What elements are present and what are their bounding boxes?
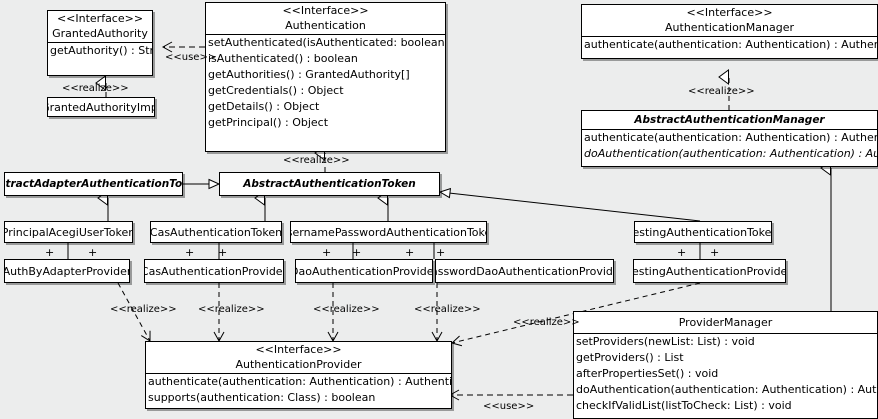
class-header: AbstractAuthenticationManager xyxy=(582,111,877,129)
class-name: Authentication xyxy=(285,19,366,32)
class-header: <<Interface>> AuthenticationProvider xyxy=(146,342,451,373)
operation: getAuthority() : String xyxy=(50,44,153,57)
class-name: AuthenticationProvider xyxy=(235,358,362,371)
class-authentication-provider[interactable]: <<Interface>> AuthenticationProvider aut… xyxy=(145,341,452,409)
class-granted-authority-impl[interactable]: GrantedAuthorityImpl xyxy=(47,97,155,117)
label-realize-p1: <<realize>> xyxy=(110,304,177,315)
label-realize-authtoken: <<realize>> xyxy=(283,155,350,166)
class-name: DaoAuthenticationProvider xyxy=(295,264,433,278)
class-stereotype: <<Interface>> xyxy=(56,12,144,25)
multiplicity-marker: + xyxy=(436,246,446,259)
class-authentication-manager[interactable]: <<Interface>> AuthenticationManager auth… xyxy=(581,4,878,59)
label-realize-p2: <<realize>> xyxy=(198,304,265,315)
class-header: <<Interface>> GrantedAuthority xyxy=(48,11,152,42)
class-name: AbstractAuthenticationToken xyxy=(243,177,416,190)
class-header: <<Interface>> AuthenticationManager xyxy=(582,5,877,36)
operation: afterPropertiesSet() : void xyxy=(576,367,719,380)
operation: isAuthenticated() : boolean xyxy=(208,52,358,65)
multiplicity-marker: + xyxy=(322,246,332,259)
class-name: TestingAuthenticationToken xyxy=(634,225,772,239)
label-use-top: <<use>> xyxy=(165,52,217,63)
class-cas-authentication-provider[interactable]: CasAuthenticationProvider xyxy=(144,259,284,283)
multiplicity-marker: + xyxy=(677,246,687,259)
class-name: AuthenticationManager xyxy=(665,21,794,34)
multiplicity-marker: + xyxy=(352,246,362,259)
class-name: CasAuthenticationProvider xyxy=(144,264,284,278)
operation: getPrincipal() : Object xyxy=(208,116,329,129)
label-realize-grantedauthority: <<realize>> xyxy=(62,83,129,94)
class-auth-by-adapter-provider[interactable]: AuthByAdapterProvider xyxy=(4,259,130,283)
operation: getAuthorities() : GrantedAuthority[] xyxy=(208,68,410,81)
class-stereotype: <<Interface>> xyxy=(282,4,369,17)
multiplicity-marker: + xyxy=(45,246,55,259)
operation: doAuthentication(authentication: Authent… xyxy=(584,147,877,160)
label-realize-p5: <<realize>> xyxy=(513,317,580,328)
class-name: PasswordDaoAuthenticationProvider xyxy=(435,264,613,278)
class-password-dao-authentication-provider[interactable]: PasswordDaoAuthenticationProvider xyxy=(435,259,614,283)
operation: authenticate(authentication: Authenticat… xyxy=(584,131,877,144)
class-stereotype: <<Interface>> xyxy=(686,6,773,19)
class-name: UsernamePasswordAuthenticationToken xyxy=(290,225,486,239)
class-name: GrantedAuthority xyxy=(52,27,148,40)
label-realize-p4: <<realize>> xyxy=(414,304,481,315)
operation: doAuthentication(authentication: Authent… xyxy=(576,383,877,396)
operation: authenticate(authentication: Authenticat… xyxy=(584,38,877,51)
class-granted-authority[interactable]: <<Interface>> GrantedAuthority getAuthor… xyxy=(47,10,153,76)
class-abstract-adapter-authentication-token[interactable]: AbstractAdapterAuthenticationToken xyxy=(4,172,183,196)
class-name: TestingAuthenticationProvider xyxy=(633,264,786,278)
operation: setProviders(newList: List) : void xyxy=(576,335,755,348)
class-testing-authentication-token[interactable]: TestingAuthenticationToken xyxy=(634,221,772,243)
multiplicity-marker: + xyxy=(88,246,98,259)
class-operations: setAuthenticated(isAuthenticated: boolea… xyxy=(206,34,445,131)
class-header: <<Interface>> Authentication xyxy=(206,3,445,34)
class-operations: authenticate(authentication: Authenticat… xyxy=(146,373,451,406)
class-name: AuthByAdapterProvider xyxy=(4,264,130,278)
class-name: AbstractAuthenticationManager xyxy=(634,114,825,126)
label-realize-p3: <<realize>> xyxy=(313,304,380,315)
class-name: AbstractAdapterAuthenticationToken xyxy=(5,177,183,190)
class-principal-acegi-user-token[interactable]: PrincipalAcegiUserToken xyxy=(4,221,133,243)
class-authentication[interactable]: <<Interface>> Authentication setAuthenti… xyxy=(205,2,446,152)
multiplicity-marker: + xyxy=(710,246,720,259)
class-operations: setProviders(newList: List) : void getPr… xyxy=(574,333,877,414)
connector-generalization-testingauthenticationtoken xyxy=(438,187,701,222)
operation: getDetails() : Object xyxy=(208,100,320,113)
multiplicity-marker: + xyxy=(405,246,415,259)
operation: authenticate(authentication: Authenticat… xyxy=(148,375,452,388)
label-use-bottom: <<use>> xyxy=(483,401,535,412)
label-realize-authmanager: <<realize>> xyxy=(688,86,755,97)
class-testing-authentication-provider[interactable]: TestingAuthenticationProvider xyxy=(633,259,786,283)
class-name: GrantedAuthorityImpl xyxy=(47,100,155,114)
class-name: CasAuthenticationToken xyxy=(150,225,282,239)
operation: checkIfValidList(listToCheck: List) : vo… xyxy=(576,399,792,412)
class-operations: authenticate(authentication: Authenticat… xyxy=(582,36,877,53)
class-stereotype: <<Interface>> xyxy=(255,343,342,356)
class-name: ProviderManager xyxy=(678,316,773,329)
multiplicity-marker: + xyxy=(218,246,228,259)
class-dao-authentication-provider[interactable]: DaoAuthenticationProvider xyxy=(295,259,433,283)
multiplicity-marker: + xyxy=(185,246,195,259)
class-operations: authenticate(authentication: Authenticat… xyxy=(582,129,877,162)
class-cas-authentication-token[interactable]: CasAuthenticationToken xyxy=(150,221,282,243)
class-operations: getAuthority() : String xyxy=(48,42,152,59)
operation: setAuthenticated(isAuthenticated: boolea… xyxy=(208,36,446,49)
operation: supports(authentication: Class) : boolea… xyxy=(148,391,376,404)
class-abstract-authentication-manager[interactable]: AbstractAuthenticationManager authentica… xyxy=(581,110,878,167)
class-header: ProviderManager xyxy=(574,312,877,333)
operation: getCredentials() : Object xyxy=(208,84,344,97)
class-abstract-authentication-token[interactable]: AbstractAuthenticationToken xyxy=(219,172,440,196)
class-username-password-authentication-token[interactable]: UsernamePasswordAuthenticationToken xyxy=(290,221,487,243)
class-name: PrincipalAcegiUserToken xyxy=(4,225,133,239)
class-provider-manager[interactable]: ProviderManager setProviders(newList: Li… xyxy=(573,311,878,419)
operation: getProviders() : List xyxy=(576,351,684,364)
